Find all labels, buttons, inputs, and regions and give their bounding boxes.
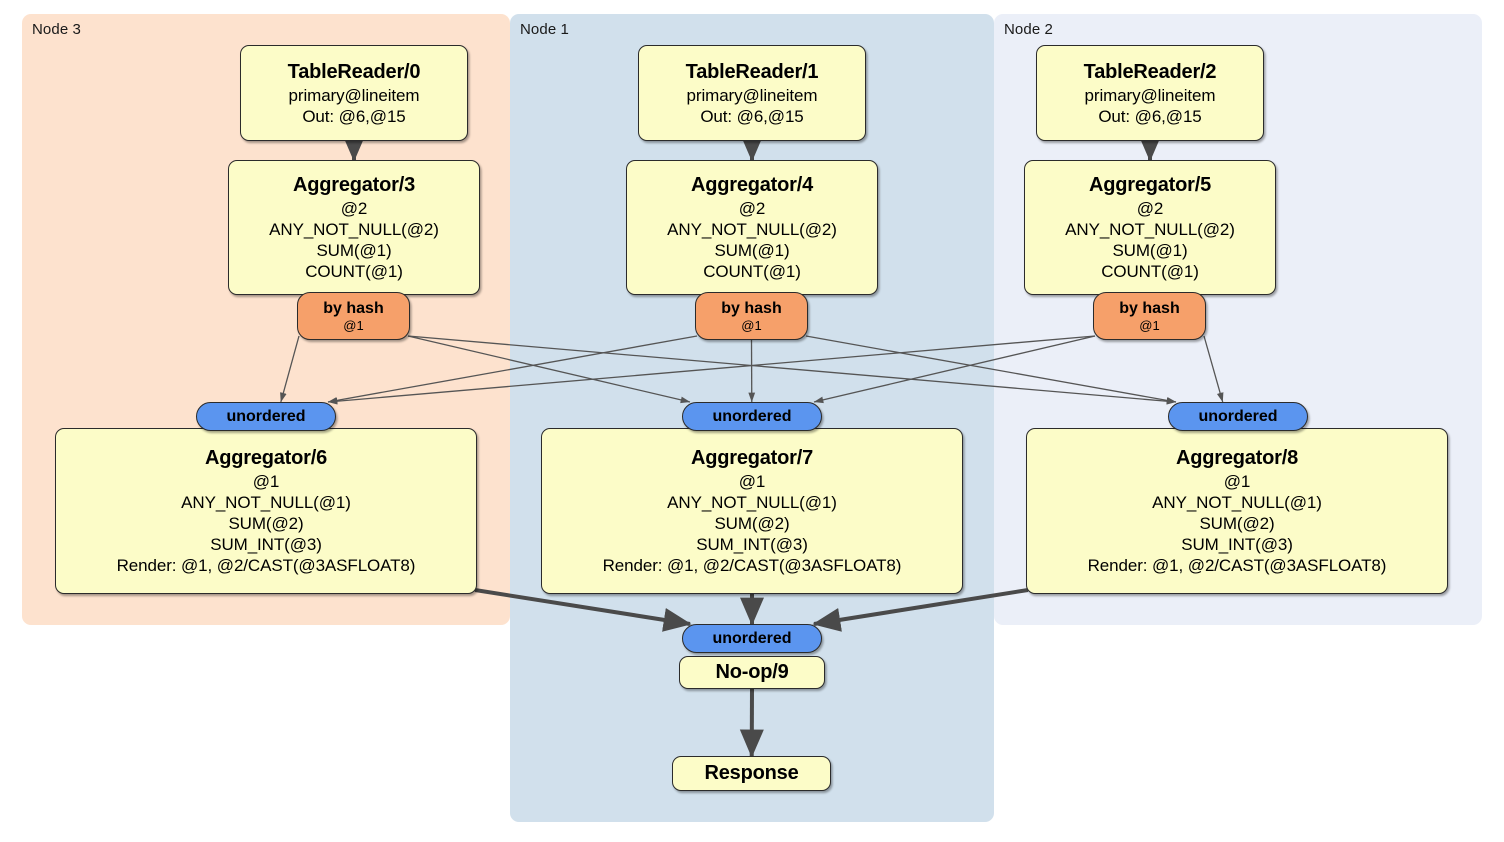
graph-node-line: SUM(@2) [714, 514, 790, 533]
graph-node-line: Out: @6,@15 [1098, 106, 1202, 126]
graph-node-line: Out: @6,@15 [700, 106, 804, 126]
pill-label: unordered [712, 407, 792, 425]
unordered-synchronizer-unord7[interactable]: unordered [682, 402, 822, 431]
pill-sublabel: @1 [343, 317, 364, 333]
pill-label: by hash [1119, 299, 1180, 317]
graph-node-line: ANY_NOT_NULL(@1) [181, 493, 351, 512]
unordered-synchronizer-unord9[interactable]: unordered [682, 624, 822, 653]
graph-node-line: @1 [738, 472, 766, 491]
hash-router-hash3[interactable]: by hash@1 [297, 292, 410, 340]
graph-node-title: Aggregator/7 [690, 447, 814, 469]
graph-node-line: SUM(@2) [228, 514, 304, 533]
graph-node-title: TableReader/1 [685, 60, 819, 83]
graph-node-line: @2 [340, 199, 368, 218]
graph-node-line: Out: @6,@15 [302, 106, 406, 126]
graph-node-line: Render: @1, @2/CAST(@3ASFLOAT8) [1087, 556, 1387, 575]
pill-sublabel: @1 [741, 317, 762, 333]
graph-node-line: Render: @1, @2/CAST(@3ASFLOAT8) [602, 556, 902, 575]
graph-node-response[interactable]: Response [672, 756, 831, 791]
graph-node-title: Aggregator/8 [1175, 447, 1299, 469]
graph-node-line: primary@lineitem [288, 85, 420, 105]
graph-node-title: No-op/9 [715, 661, 789, 683]
graph-node-line: SUM_INT(@3) [210, 535, 322, 554]
pill-label: by hash [721, 299, 782, 317]
graph-node-line: ANY_NOT_NULL(@2) [667, 220, 837, 239]
graph-node-title: TableReader/0 [287, 60, 421, 83]
graph-node-title: Aggregator/5 [1088, 174, 1212, 196]
hash-router-hash5[interactable]: by hash@1 [1093, 292, 1206, 340]
pill-label: by hash [323, 299, 384, 317]
graph-node-line: SUM(@1) [1112, 241, 1188, 260]
unordered-synchronizer-unord6[interactable]: unordered [196, 402, 336, 431]
graph-node-title: Aggregator/6 [204, 447, 328, 469]
graph-node-noop9[interactable]: No-op/9 [679, 656, 825, 689]
graph-node-line: ANY_NOT_NULL(@2) [1065, 220, 1235, 239]
graph-node-line: ANY_NOT_NULL(@1) [667, 493, 837, 512]
graph-node-line: SUM_INT(@3) [1181, 535, 1293, 554]
graph-node-line: COUNT(@1) [703, 262, 801, 281]
graph-node-line: SUM(@1) [714, 241, 790, 260]
graph-node-line: SUM(@2) [1199, 514, 1275, 533]
node-panel-label-node1: Node 1 [520, 21, 569, 38]
node-panel-label-node2: Node 2 [1004, 21, 1053, 38]
graph-node-line: SUM(@1) [316, 241, 392, 260]
graph-node-title: Aggregator/3 [292, 174, 416, 196]
graph-node-line: COUNT(@1) [305, 262, 403, 281]
pill-label: unordered [1198, 407, 1278, 425]
graph-node-line: primary@lineitem [1084, 85, 1216, 105]
graph-node-line: @2 [738, 199, 766, 218]
graph-node-line: COUNT(@1) [1101, 262, 1199, 281]
graph-node-line: @2 [1136, 199, 1164, 218]
unordered-synchronizer-unord8[interactable]: unordered [1168, 402, 1308, 431]
pill-label: unordered [226, 407, 306, 425]
graph-node-line: SUM_INT(@3) [696, 535, 808, 554]
node-panel-label-node3: Node 3 [32, 21, 81, 38]
graph-node-line: ANY_NOT_NULL(@2) [269, 220, 439, 239]
graph-node-line: ANY_NOT_NULL(@1) [1152, 493, 1322, 512]
graph-node-line: @1 [252, 472, 280, 491]
graph-node-line: Render: @1, @2/CAST(@3ASFLOAT8) [116, 556, 416, 575]
hash-router-hash4[interactable]: by hash@1 [695, 292, 808, 340]
pill-sublabel: @1 [1139, 317, 1160, 333]
graph-node-title: Response [704, 762, 799, 784]
graph-node-line: @1 [1223, 472, 1251, 491]
graph-node-line: primary@lineitem [686, 85, 818, 105]
pill-label: unordered [712, 629, 792, 647]
graph-node-title: TableReader/2 [1083, 60, 1217, 83]
graph-node-title: Aggregator/4 [690, 174, 814, 196]
